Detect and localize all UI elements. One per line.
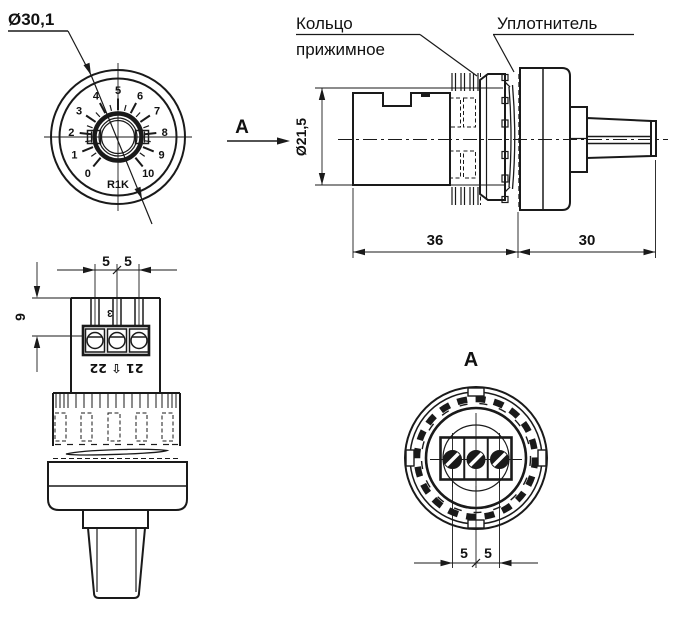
- dim-arrowhead: [83, 266, 95, 274]
- dim-arrowhead: [499, 559, 512, 567]
- side-view: A Кольцо прижимное Уплотнитель: [227, 14, 668, 258]
- dim-arrowhead: [643, 248, 656, 256]
- knob-flange: [519, 67, 571, 211]
- dim-arrowhead: [33, 336, 41, 348]
- dial-number: 5: [115, 85, 121, 97]
- dial-major-ticks: [79, 98, 157, 168]
- dim-arrowhead: [518, 248, 530, 256]
- callout-text: Уплотнитель: [497, 14, 598, 33]
- lock-washer: [65, 448, 170, 456]
- dial-number: 4: [93, 91, 100, 103]
- view-letter: A: [235, 117, 249, 138]
- dim-arrowhead: [440, 559, 453, 567]
- dim-arrowhead: [353, 248, 365, 256]
- dial-number: 10: [142, 168, 154, 180]
- pitch-dimension: 5 5: [57, 253, 177, 327]
- dial-number: 2: [68, 127, 74, 139]
- clamping-ring: [479, 73, 509, 204]
- dim-value-36: 36: [427, 232, 444, 249]
- dial-number: 0: [85, 168, 91, 180]
- view-direction-arrow: A: [227, 117, 290, 145]
- terminal-row-label: 21 ⇧ 22: [90, 361, 144, 376]
- terminal-screws: [86, 331, 148, 350]
- knob-side: [569, 106, 657, 173]
- dim-value-5: 5: [460, 545, 468, 561]
- knob-flange-bottom: [47, 461, 188, 511]
- resistance-code-label: R1K: [107, 179, 129, 191]
- callout-clamping-ring: Кольцо прижимное: [296, 14, 478, 77]
- dim-value-5: 5: [484, 545, 492, 561]
- dial-number: 9: [159, 150, 165, 162]
- view-arrowhead: [277, 137, 290, 145]
- dim-arrowhead: [318, 173, 326, 185]
- diameter-value: Ø30,1: [8, 10, 54, 29]
- dim-value-9: 9: [12, 313, 28, 321]
- knob-right-tab: [134, 129, 150, 145]
- terminal-block: 21 ⇧ 22: [81, 324, 151, 376]
- pitch-dimension-a: 5 5: [414, 468, 538, 568]
- diameter-value: Ø21,5: [293, 118, 309, 156]
- terminal-slots: [90, 298, 144, 326]
- callout-seal: Уплотнитель: [492, 14, 634, 73]
- terminal-side-view: 5 5 9 3: [12, 253, 188, 599]
- body-lug: [421, 92, 430, 97]
- dial-scale-numbers: 0 1 2 3 4 5 6 7 8 9 10: [68, 85, 168, 180]
- body-outline: [352, 92, 451, 186]
- dim-arrowhead: [318, 88, 326, 100]
- depth-dimension: 9: [12, 262, 83, 372]
- dial-number: 8: [162, 127, 168, 139]
- knob-ring: [92, 111, 144, 163]
- dim-value-5: 5: [102, 253, 110, 269]
- view-a-title: A: [464, 349, 478, 371]
- callout-text: Кольцо: [296, 14, 353, 33]
- dim-arrowhead: [139, 266, 151, 274]
- seal: [504, 74, 520, 208]
- callout-text: прижимное: [296, 40, 385, 59]
- diameter-21-5-dimension: Ø21,5: [293, 87, 505, 186]
- knob-left-tab: [86, 129, 102, 145]
- dial-number: 1: [71, 150, 77, 162]
- dim-value-30: 30: [579, 232, 596, 249]
- dim-value-5: 5: [124, 253, 132, 269]
- view-a: A: [404, 349, 548, 568]
- diameter-30-1-dimension: Ø30,1: [8, 10, 153, 225]
- outer-rim-circle: [50, 69, 186, 205]
- dial-minor-ticks: [85, 104, 151, 157]
- leader-arrowhead: [83, 62, 91, 75]
- dial-number: 7: [154, 106, 160, 118]
- terminal-block-a: [439, 436, 513, 481]
- threaded-collar: [52, 392, 181, 446]
- knob-bottom: [82, 509, 149, 599]
- dial-face-circle: [58, 77, 178, 197]
- front-dial-view: 0 1 2 3 4 5 6 7 8 9 10 R1K Ø30,1: [8, 10, 192, 225]
- dim-arrowhead: [506, 248, 518, 256]
- dim-arrowhead: [33, 286, 41, 298]
- dial-number: 3: [76, 106, 82, 118]
- terminal-number-label: 3: [107, 307, 113, 318]
- housing-outline: 3: [70, 297, 161, 393]
- terminal-screws-a: [443, 450, 509, 469]
- dial-number: 6: [137, 91, 143, 103]
- leader-arrowhead: [134, 186, 142, 199]
- knob-front: [86, 111, 150, 163]
- length-dimensions: 36 30: [352, 160, 656, 258]
